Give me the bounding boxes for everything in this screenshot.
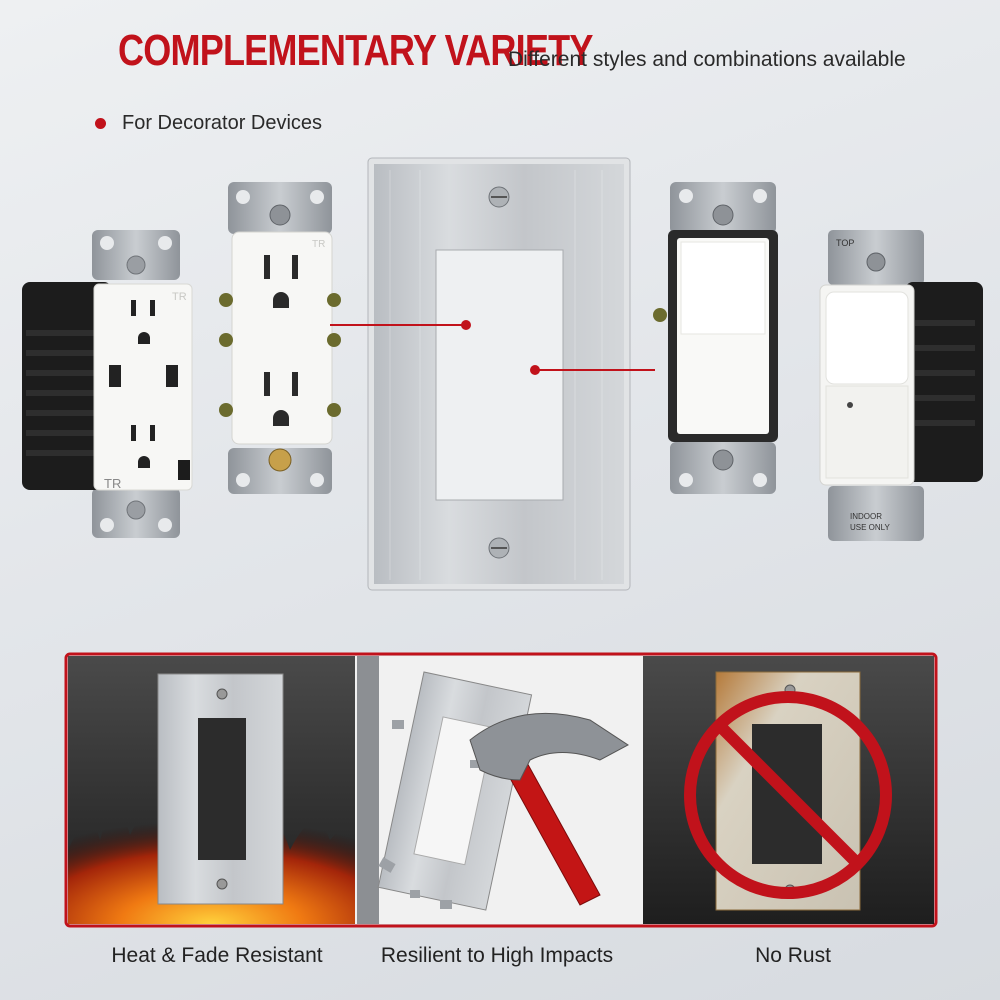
no-rust-panel (643, 656, 934, 924)
usb-port-right (166, 365, 178, 387)
plate-opening (435, 249, 564, 501)
panels-frame (64, 652, 938, 928)
motion-sensor-switch: TOP INDOOR USE ONLY (819, 230, 983, 541)
sensor-bottom-label-2: USE ONLY (850, 523, 891, 532)
sensor-bottom-label-1: INDOOR (850, 512, 882, 521)
feature-label: For Decorator Devices (122, 112, 323, 134)
standard-outlet: TR (219, 182, 341, 494)
impact-panel (355, 656, 643, 924)
outlet-top-strap (92, 230, 180, 280)
sensor-top-label: TOP (836, 238, 854, 248)
bullet-dot (95, 118, 106, 129)
heat-panel (68, 656, 355, 924)
caption-impact: Resilient to High Impacts (380, 944, 614, 967)
decorator-wall-plate (367, 157, 631, 591)
usb-outlet: TR TR (22, 230, 193, 538)
rocker-switch (653, 182, 778, 494)
svg-text:TR: TR (104, 476, 121, 491)
prohibition-circle (684, 691, 892, 899)
caption-heat: Heat & Fade Resistant (111, 944, 323, 967)
usb-outlet-mark: TR (172, 291, 187, 303)
headline-subtitle: Different styles and combinations availa… (508, 48, 906, 71)
caption-rust: No Rust (755, 944, 831, 967)
connector-lines (330, 320, 655, 375)
headline-title: COMPLEMENTARY VARIETY (118, 26, 593, 75)
usb-port-left (109, 365, 121, 387)
outlet-mark: TR (312, 239, 325, 250)
